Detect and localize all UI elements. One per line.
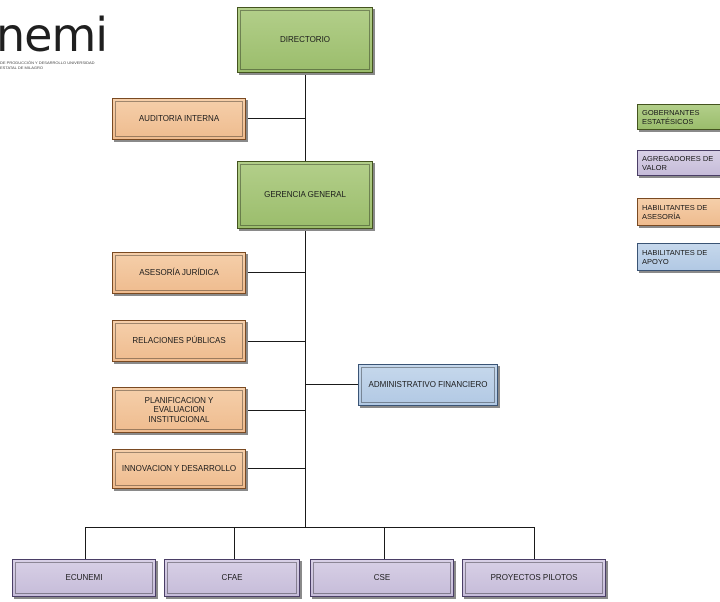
connector-auditoria — [246, 118, 306, 119]
connector-innovacion — [246, 468, 306, 469]
node-administrativo-financiero: ADMINISTRATIVO FINANCIERO — [358, 364, 498, 406]
logo-subtitle: de producción y desarrollo universidad e… — [0, 60, 95, 70]
legend-habilitantes-apoyo: HABILITANTES DE APOYO — [637, 243, 720, 271]
node-auditoria-interna: AUDITORIA INTERNA — [112, 98, 246, 140]
node-planificacion: PLANIFICACION Y EVALUACION INSTITUCIONAL — [112, 387, 246, 433]
connector-asesoria — [246, 272, 306, 273]
legend-gobernantes: GOBERNANTES ESTATÉSICOS — [637, 104, 720, 130]
connector-cfae — [234, 527, 235, 559]
connector-ecunemi — [85, 527, 86, 559]
connector-bottom-bar — [85, 527, 534, 528]
connector-proyectos — [534, 527, 535, 559]
connector-administrativo — [305, 384, 358, 385]
node-cfae: CFAE — [164, 559, 300, 597]
connector-cse — [384, 527, 385, 559]
node-relaciones-publicas: RELACIONES PÚBLICAS — [112, 320, 246, 362]
connector-planificacion — [246, 410, 306, 411]
connector-relaciones — [246, 341, 306, 342]
legend-agregadores: AGREGADORES DE VALOR — [637, 150, 720, 176]
legend-habilitantes-asesoria: HABILITANTES DE ASESORÍA — [637, 198, 720, 226]
logo: nemi — [0, 8, 108, 62]
node-cse: CSE — [310, 559, 454, 597]
node-ecunemi: ECUNEMI — [12, 559, 156, 597]
node-directorio: DIRECTORIO — [237, 7, 373, 73]
node-asesoria-juridica: ASESORÍA JURÍDICA — [112, 252, 246, 294]
node-innovacion: INNOVACION Y DESARROLLO — [112, 449, 246, 489]
node-proyectos-pilotos: PROYECTOS PILOTOS — [462, 559, 606, 597]
node-gerencia-general: GERENCIA GENERAL — [237, 161, 373, 229]
connector-main-trunk — [305, 73, 306, 528]
